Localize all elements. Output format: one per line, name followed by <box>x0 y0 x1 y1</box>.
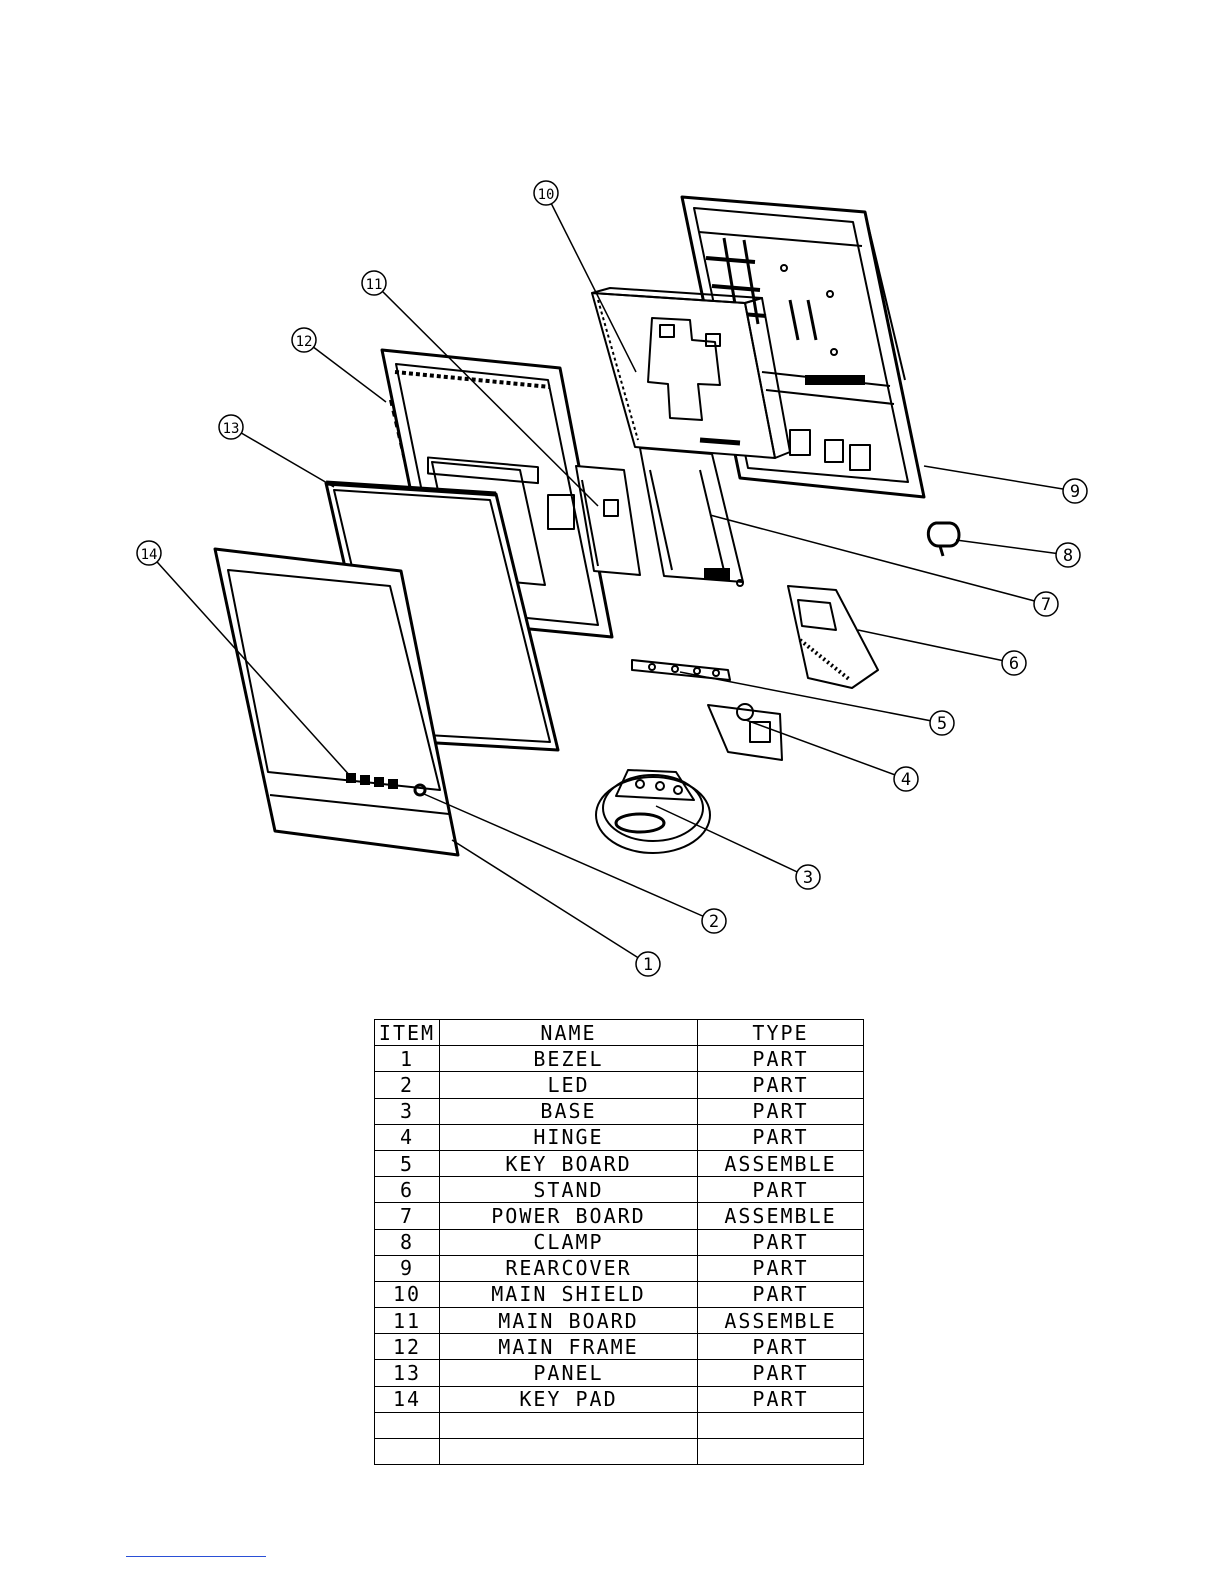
item-cell <box>375 1412 440 1438</box>
item-cell: 11 <box>375 1308 440 1334</box>
item-cell: 5 <box>375 1150 440 1176</box>
type-cell: PART <box>698 1072 864 1098</box>
name-cell: STAND <box>440 1177 698 1203</box>
leader-9 <box>924 466 1075 491</box>
type-cell: ASSEMBLE <box>698 1203 864 1229</box>
callout-number-2: 2 <box>709 912 719 932</box>
table-row: 5KEY BOARDASSEMBLE <box>375 1150 864 1176</box>
type-cell: PART <box>698 1124 864 1150</box>
hinge-part <box>708 704 782 760</box>
table-row: 11MAIN BOARDASSEMBLE <box>375 1308 864 1334</box>
callout-number-11: 11 <box>366 277 383 293</box>
callout-number-9: 9 <box>1070 482 1080 502</box>
table-row: 3BASEPART <box>375 1098 864 1124</box>
exploded-view-diagram: 1 2 3 4 5 6 7 8 9 10 11 12 13 14 <box>0 0 1224 1000</box>
header-item: ITEM <box>375 1020 440 1046</box>
item-cell: 8 <box>375 1229 440 1255</box>
callout-number-6: 6 <box>1009 654 1019 674</box>
name-cell: KEY BOARD <box>440 1150 698 1176</box>
name-cell: BEZEL <box>440 1046 698 1072</box>
leader-6 <box>858 630 1014 663</box>
type-cell: PART <box>698 1229 864 1255</box>
keyboard-part <box>632 660 730 680</box>
leader-7 <box>710 515 1046 604</box>
leader-12 <box>304 340 386 402</box>
item-cell: 4 <box>375 1124 440 1150</box>
table-row <box>375 1439 864 1465</box>
item-cell: 9 <box>375 1255 440 1281</box>
callout-number-7: 7 <box>1041 595 1051 615</box>
item-cell: 13 <box>375 1360 440 1386</box>
callout-number-1: 1 <box>643 955 653 975</box>
type-cell: PART <box>698 1281 864 1307</box>
name-cell <box>440 1439 698 1465</box>
stand-part <box>788 586 878 688</box>
table-header-row: ITEM NAME TYPE <box>375 1020 864 1046</box>
base-part <box>596 770 710 853</box>
leader-1 <box>452 840 648 964</box>
table-row: 4HINGEPART <box>375 1124 864 1150</box>
item-cell <box>375 1439 440 1465</box>
item-cell: 1 <box>375 1046 440 1072</box>
callout-number-5: 5 <box>937 714 947 734</box>
callout-number-4: 4 <box>901 770 911 790</box>
type-cell: PART <box>698 1046 864 1072</box>
name-cell: HINGE <box>440 1124 698 1150</box>
callout-number-8: 8 <box>1063 546 1073 566</box>
callout-number-14: 14 <box>141 547 158 563</box>
name-cell: LED <box>440 1072 698 1098</box>
type-cell: PART <box>698 1360 864 1386</box>
item-cell: 6 <box>375 1177 440 1203</box>
callout-number-13: 13 <box>223 421 240 437</box>
type-cell: ASSEMBLE <box>698 1308 864 1334</box>
power-board-part <box>640 448 743 586</box>
item-cell: 3 <box>375 1098 440 1124</box>
name-cell: BASE <box>440 1098 698 1124</box>
type-cell: ASSEMBLE <box>698 1150 864 1176</box>
name-cell: POWER BOARD <box>440 1203 698 1229</box>
name-cell: PANEL <box>440 1360 698 1386</box>
callout-number-12: 12 <box>296 334 313 350</box>
name-cell: KEY PAD <box>440 1386 698 1412</box>
type-cell: PART <box>698 1386 864 1412</box>
type-cell: PART <box>698 1098 864 1124</box>
leader-8 <box>956 540 1068 555</box>
table-row: 2LEDPART <box>375 1072 864 1098</box>
type-cell <box>698 1412 864 1438</box>
clamp-part <box>928 523 959 556</box>
header-name: NAME <box>440 1020 698 1046</box>
table-row <box>375 1412 864 1438</box>
type-cell <box>698 1439 864 1465</box>
item-cell: 12 <box>375 1334 440 1360</box>
leader-10 <box>546 193 636 372</box>
callout-number-10: 10 <box>538 187 555 203</box>
type-cell: PART <box>698 1255 864 1281</box>
name-cell: MAIN FRAME <box>440 1334 698 1360</box>
footer-link-underline[interactable] <box>126 1556 266 1557</box>
name-cell: MAIN SHIELD <box>440 1281 698 1307</box>
name-cell: REARCOVER <box>440 1255 698 1281</box>
name-cell: CLAMP <box>440 1229 698 1255</box>
item-cell: 10 <box>375 1281 440 1307</box>
name-cell <box>440 1412 698 1438</box>
callout-number-3: 3 <box>803 868 813 888</box>
name-cell: MAIN BOARD <box>440 1308 698 1334</box>
item-cell: 2 <box>375 1072 440 1098</box>
type-cell: PART <box>698 1177 864 1203</box>
type-cell: PART <box>698 1334 864 1360</box>
header-type: TYPE <box>698 1020 864 1046</box>
leader-13 <box>231 427 334 487</box>
item-cell: 14 <box>375 1386 440 1412</box>
item-cell: 7 <box>375 1203 440 1229</box>
